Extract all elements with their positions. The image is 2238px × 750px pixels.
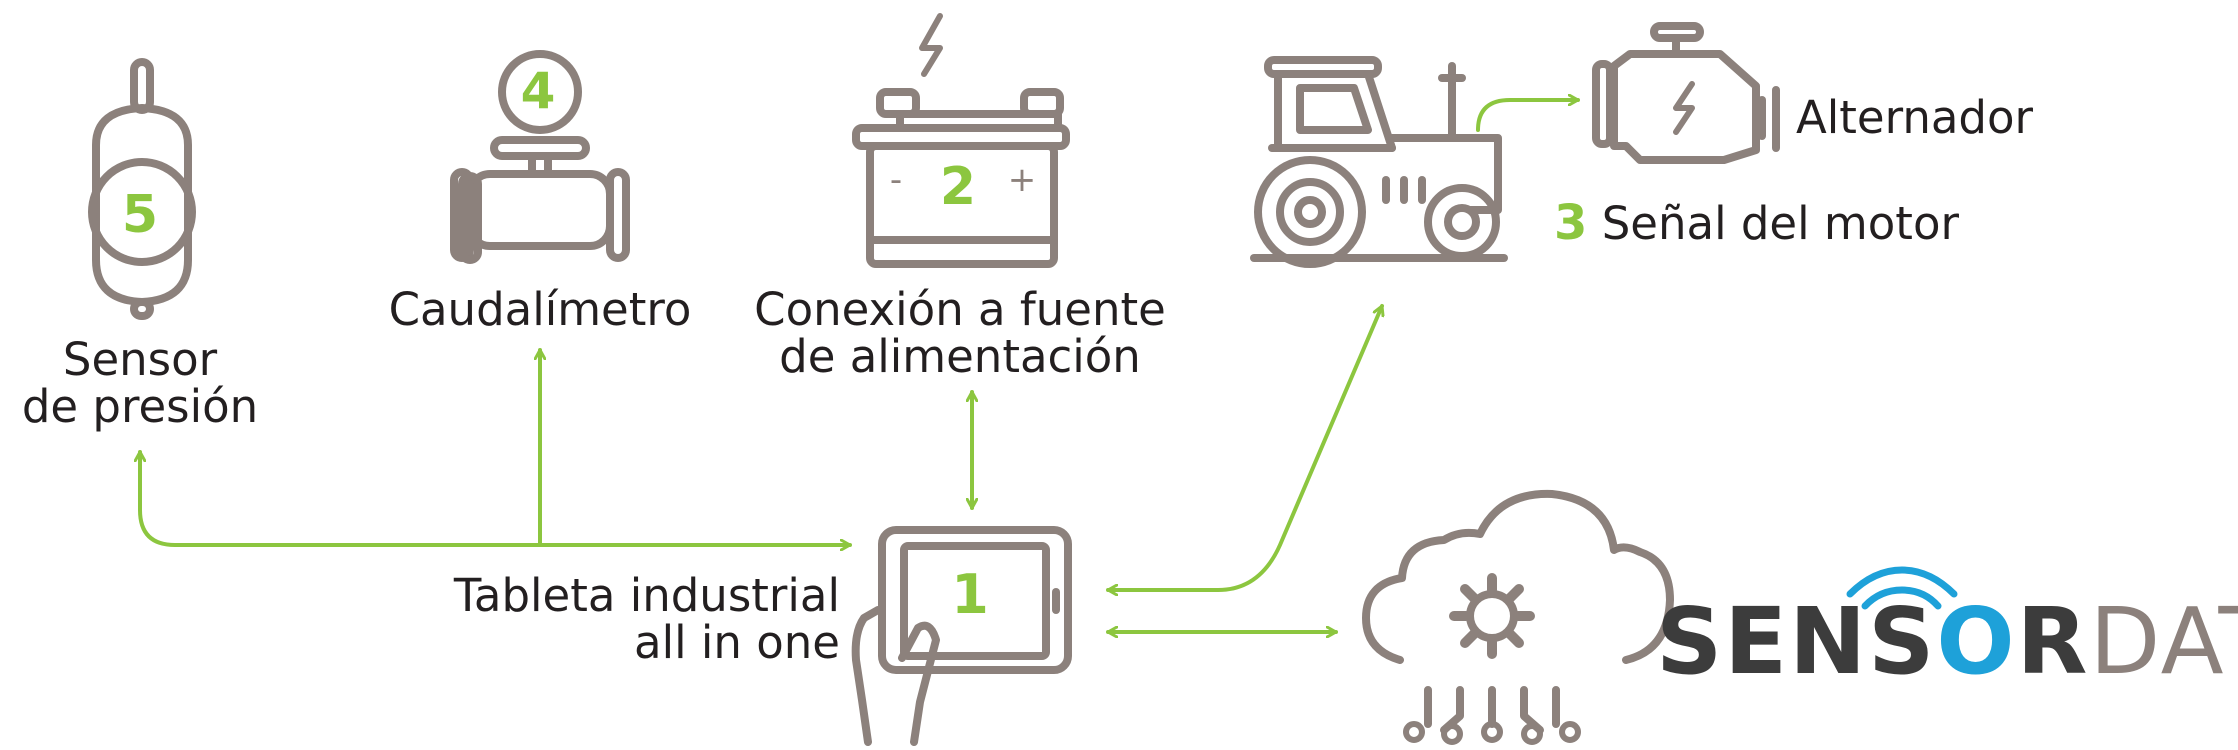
pressure-sensor-number: 5 [122,185,158,245]
arrow-tractor-alternator [1476,100,1580,132]
engine-signal-text: Señal del motor [1601,197,1959,250]
pressure-sensor-label: Sensor de presión [20,336,260,430]
cloud-circuit-nodes [1403,721,1581,745]
brand-part-sens: SENS [1656,588,1937,695]
brand-logo: SENSORDATA [1656,592,2238,692]
engine-icon [1592,22,1780,164]
flowmeter-label: Caudalímetro [380,286,700,333]
tablet-label: Tableta industrial all in one [440,572,840,666]
connectors [140,100,1580,632]
power-number: 2 [940,157,976,217]
brand-part-r: R [2016,588,2090,695]
alternator-label: Alternador [1796,94,2033,141]
arrow-tablet-tractor [1106,304,1382,590]
pressure-sensor-label-line2: de presión [21,380,259,433]
engine-signal-number: 3 [1554,195,1588,251]
flowmeter-number: 4 [521,62,556,120]
pressure-sensor-label-line1: Sensor [62,333,218,386]
power-label-line1: Conexión a fuente [754,283,1166,336]
power-label-line2: de alimentación [779,330,1141,383]
flowmeter-label-text: Caudalímetro [388,283,692,336]
tablet-icon [851,526,1072,746]
battery-minus: - [890,160,902,200]
engine-signal-label: 3 Señal del motor [1554,197,1959,250]
brand-part-data: DATA [2089,588,2238,695]
power-label: Conexión a fuente de alimentación [740,286,1180,380]
tablet-number: 1 [951,563,989,626]
battery-icon [852,13,1070,268]
brand-part-o: O [1936,588,2017,695]
cloud-gear-icon [1362,489,1674,734]
flowmeter-icon [450,50,630,264]
pressure-sensor-icon [88,58,196,320]
tablet-label-line1: Tableta industrial [453,569,840,622]
brand-signal-icon [1846,566,1958,610]
tablet-label-line2: all in one [634,616,840,669]
tractor-icon [1250,56,1508,268]
battery-plus: + [1008,160,1037,200]
alternator-label-text: Alternador [1796,91,2034,144]
arrow-to-pressure-sensor [140,450,542,547]
